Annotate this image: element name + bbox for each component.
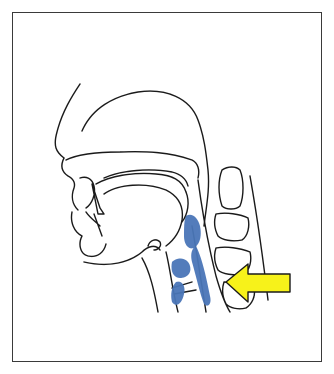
neck-front-outline <box>142 258 158 312</box>
yellow-arrow-icon <box>226 264 290 302</box>
forehead-outline <box>55 84 80 158</box>
cervical-vertebra-2 <box>215 213 249 241</box>
hyoid-bone <box>148 240 161 250</box>
upper-teeth <box>80 177 104 214</box>
nose-profile <box>62 158 78 210</box>
pharyngeal-highlight-lower <box>191 246 210 306</box>
tongue <box>104 185 182 246</box>
lower-teeth <box>86 212 102 236</box>
epiglottic-highlight <box>171 282 184 305</box>
laryngeal-highlight <box>171 259 190 278</box>
pharyngeal-highlight-upper <box>184 215 201 249</box>
cervical-vertebra-1 <box>219 167 243 209</box>
palate-inner-line <box>104 170 188 186</box>
